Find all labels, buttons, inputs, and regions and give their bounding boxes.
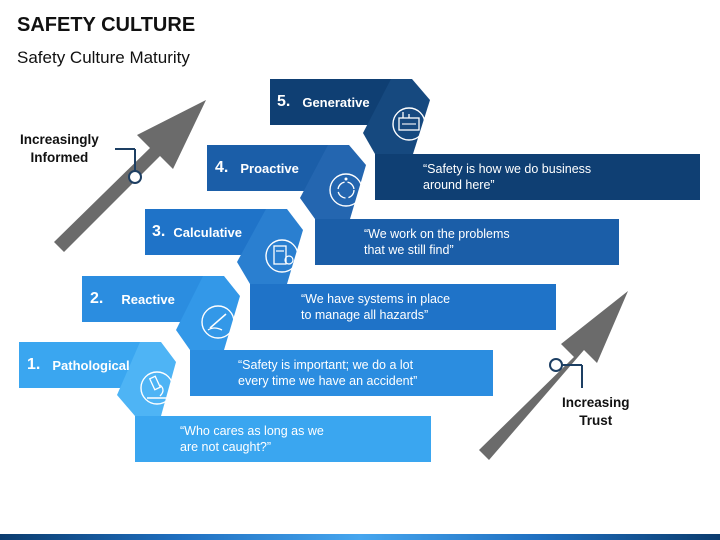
level-1-quote: “Who cares as long as we are not caught?… bbox=[180, 423, 324, 455]
level-4-quote-line1: “We work on the problems bbox=[364, 227, 510, 241]
page-title: SAFETY CULTURE bbox=[17, 14, 196, 36]
level-4-quote-bar bbox=[315, 219, 619, 265]
level-5-number: 5. bbox=[277, 93, 291, 110]
level-5-name: Generative bbox=[302, 94, 370, 110]
level-3-quote-line2: to manage all hazards” bbox=[301, 308, 429, 322]
cycle-icon bbox=[329, 173, 363, 207]
level-2-connector bbox=[176, 276, 240, 350]
level-5-quote-line1: “Safety is how we do business bbox=[423, 162, 592, 176]
level-5-quote-bar bbox=[375, 154, 700, 200]
level-3-quote-line1: “We have systems in place bbox=[301, 292, 451, 306]
level-3-quote-bar bbox=[250, 284, 556, 330]
level-4-quote-line2: that we still find” bbox=[364, 243, 454, 257]
level-5-quote: “Safety is how we do business around her… bbox=[423, 161, 591, 193]
level-1-name: Pathological bbox=[52, 357, 130, 373]
calculator-icon bbox=[265, 239, 299, 273]
level-5-connector bbox=[363, 79, 430, 154]
level-4-label: 4. Proactive bbox=[215, 145, 299, 191]
right-arrow-label: Increasing Trust bbox=[562, 394, 630, 430]
level-2-quote-line1: “Safety is important; we do a lot bbox=[238, 358, 414, 372]
level-2-label: 2. Reactive bbox=[90, 276, 175, 322]
left-arrow-label: Increasingly Informed bbox=[20, 131, 99, 167]
level-1-label: 1. Pathological bbox=[27, 342, 130, 388]
hand-pen-icon bbox=[201, 305, 235, 339]
right-arrow-label-line1: Increasing bbox=[562, 395, 630, 410]
level-2-quote-line2: every time we have an accident” bbox=[238, 374, 418, 388]
left-arrow-label-line1: Increasingly bbox=[20, 132, 99, 147]
level-1-quote-line2: are not caught?” bbox=[180, 440, 272, 454]
left-arrow-dot bbox=[128, 170, 142, 184]
level-2-name: Reactive bbox=[121, 291, 175, 307]
level-2-quote: “Safety is important; we do a lot every … bbox=[238, 357, 417, 389]
right-arrow-dot bbox=[549, 358, 563, 372]
level-2-quote-bar bbox=[190, 350, 493, 396]
level-3-connector bbox=[237, 209, 303, 284]
level-5-label: 5. Generative bbox=[277, 79, 370, 125]
level-4-quote: “We work on the problems that we still f… bbox=[364, 226, 510, 258]
level-3-label: 3. Calculative bbox=[152, 209, 242, 255]
level-5-quote-line2: around here” bbox=[423, 178, 495, 192]
factory-icon bbox=[392, 107, 426, 141]
level-1-quote-bar bbox=[135, 416, 431, 462]
level-4-name: Proactive bbox=[240, 160, 299, 176]
level-4-connector bbox=[300, 145, 366, 219]
microscope-icon bbox=[140, 371, 174, 405]
level-1-number: 1. bbox=[27, 356, 41, 373]
level-1-quote-line1: “Who cares as long as we bbox=[180, 424, 324, 438]
right-arrow bbox=[479, 291, 628, 460]
level-3-quote: “We have systems in place to manage all … bbox=[301, 291, 450, 323]
page-subtitle: Safety Culture Maturity bbox=[17, 48, 190, 67]
right-arrow-label-line2: Trust bbox=[579, 413, 613, 428]
bottom-accent-bar bbox=[0, 534, 720, 540]
level-3-number: 3. bbox=[152, 223, 166, 240]
level-2-number: 2. bbox=[90, 290, 104, 307]
level-4-number: 4. bbox=[215, 159, 229, 176]
level-3-name: Calculative bbox=[173, 224, 242, 240]
left-arrow-label-line2: Informed bbox=[30, 150, 89, 165]
